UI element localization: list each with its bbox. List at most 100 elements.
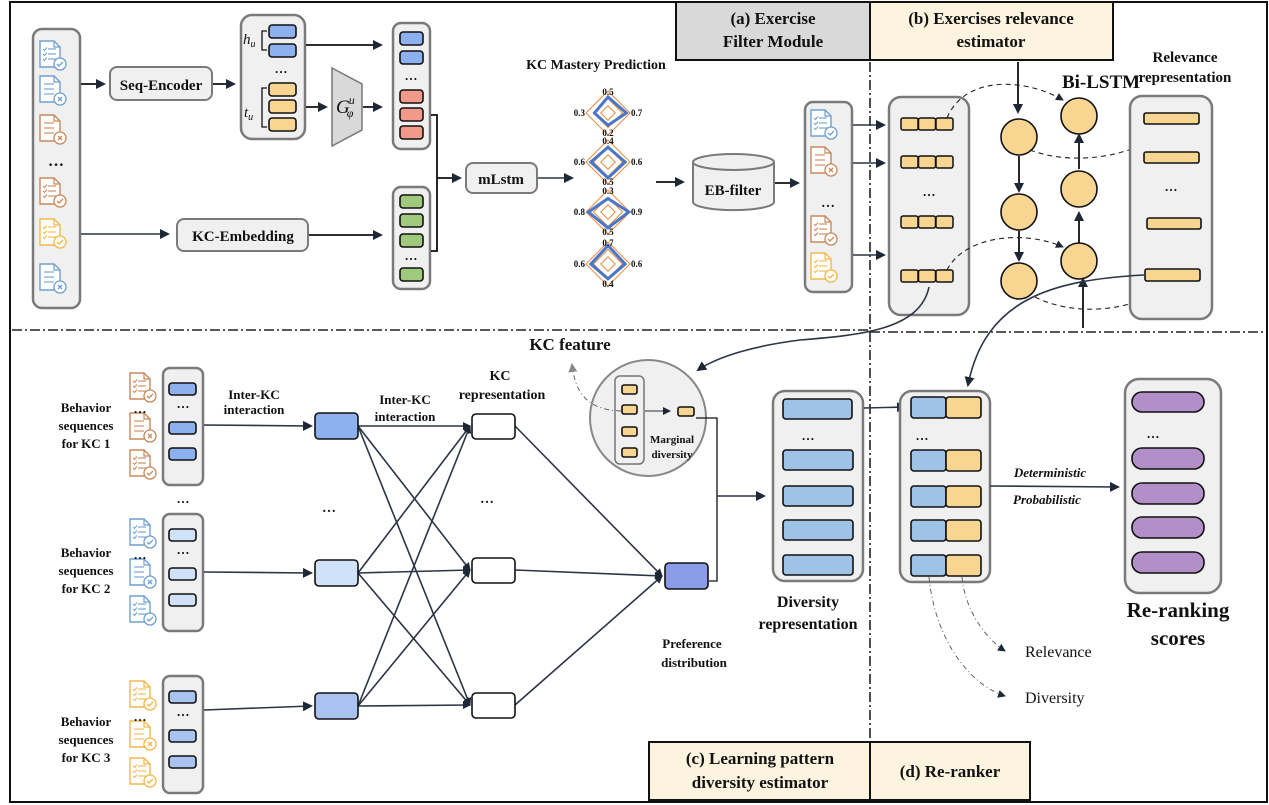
radar-label-left: 0.8 [574, 207, 586, 217]
lstm-node-1 [1000, 118, 1038, 156]
score-cell-4 [1131, 516, 1205, 539]
triple-cell-2-1 [900, 155, 919, 169]
radar-grid [585, 90, 631, 136]
header-c-line1: (c) Learning pattern [686, 749, 835, 768]
kc-mastery-title: KC Mastery Prediction [526, 58, 666, 73]
green-ellipsis: … [405, 248, 418, 263]
radar-grid [592, 196, 624, 228]
behavior-exercise-icon [129, 757, 157, 788]
concat-relevance-cell-1 [945, 396, 982, 419]
radar-grid [600, 256, 616, 272]
concat-relevance-cell-5 [945, 554, 982, 577]
states-ellipsis: … [275, 61, 288, 76]
radar-grid [600, 154, 616, 170]
kc-embedding-box: KC-Embedding [176, 218, 309, 252]
kc-representation-line1: KC [490, 369, 511, 384]
behavior-cell-ellipsis: … [177, 704, 190, 719]
dashed-to-relevance [961, 576, 1006, 652]
concat-relevance-cell-3 [945, 485, 982, 508]
behavior-exercise-icon [129, 412, 157, 443]
exercise-icon-2 [39, 75, 67, 106]
outer-frame [9, 1, 1268, 803]
radar-label-bottom: 0.4 [602, 279, 614, 289]
score-cell-1 [1131, 391, 1205, 413]
radar-grid [585, 241, 631, 287]
md-cell-1 [621, 384, 638, 395]
curve-relevance-to-reranker [964, 274, 1145, 387]
h-u-label: hu [243, 32, 256, 50]
header-b-line2: estimator [957, 32, 1026, 51]
relevance-representation-line1: Relevance [1153, 50, 1218, 66]
concat-diversity-cell-4 [910, 519, 947, 542]
score-cell-2 [1131, 447, 1205, 470]
behavior-cell [168, 421, 197, 435]
triple-cell-3-1 [900, 215, 919, 229]
header-a-line1: (a) Exercise [730, 9, 816, 28]
green-cell-3 [399, 233, 424, 248]
triple-cell-4-1 [900, 269, 919, 283]
filtered-ellipsis: … [821, 196, 835, 211]
out-blue-2 [399, 50, 424, 65]
div-ellipsis: … [802, 428, 815, 443]
edge-rep-to-preference [514, 569, 663, 580]
inter-kc-1-line1: Inter-KC [228, 387, 280, 402]
kc-representation-node-2 [471, 557, 516, 584]
rel-cell-4 [1144, 268, 1201, 282]
triple-cell-1-1 [900, 117, 919, 131]
behavior-cell [168, 755, 197, 769]
relevance-representation-line2: representation [1139, 70, 1232, 86]
curve-triple-to-kc-feature [696, 286, 930, 372]
dashed-to-diversity [928, 576, 1006, 698]
edge-behavior-to-node [203, 567, 313, 578]
radar-grid [585, 139, 631, 185]
radar-grid [600, 105, 616, 121]
h-cell-2 [268, 43, 297, 58]
behavior-exercise-icon [129, 372, 157, 403]
edge-diversity-to-reranker [863, 402, 907, 413]
t-cell-3 [268, 117, 297, 132]
header-d: (d) Re-ranker [869, 741, 1031, 801]
preference-line2: distribution [661, 655, 728, 670]
merge-bracket [431, 114, 438, 252]
sequence-ellipsis: … [48, 153, 64, 170]
radar-label-top: 0.5 [602, 87, 614, 97]
behavior-groups-ellipsis: … [177, 491, 190, 506]
behavior-cell [168, 528, 197, 542]
radar-label-left: 0.6 [574, 259, 586, 269]
behavior-cell-ellipsis: … [177, 396, 190, 411]
div-cell-3 [782, 485, 854, 507]
kc-interaction-node-3 [314, 692, 359, 720]
triple-cell-4-3 [935, 269, 954, 283]
rel-ellipsis: … [1165, 179, 1178, 194]
h-cell-1 [268, 24, 297, 39]
filtered-exercise-icon-2 [810, 146, 838, 177]
triple-cell-1-2 [917, 117, 937, 131]
edge-interaction [357, 425, 471, 571]
kc-embedding-label: KC-Embedding [192, 229, 294, 245]
triple-cell-4-2 [917, 269, 937, 283]
lstm-node-6 [1060, 242, 1098, 280]
rel-cell-2 [1143, 151, 1200, 164]
behavior-label-line: for KC 3 [62, 750, 111, 765]
div-cell-5 [782, 554, 854, 576]
concat-diversity-cell-1 [910, 396, 947, 419]
t-cell-1 [268, 82, 297, 97]
rel-cell-1 [1143, 112, 1200, 125]
dashed-triple1-to-lstm [946, 83, 1064, 119]
behavior-exercise-icon [129, 558, 157, 589]
edge-rep-to-preference [514, 575, 663, 706]
behavior-icon-ellipsis: … [134, 547, 147, 562]
reranking-scores-line2: scores [1151, 626, 1205, 650]
behavior-label-line: sequences [59, 563, 114, 578]
concat-diversity-cell-2 [910, 449, 947, 472]
deterministic-label: Deterministic [1013, 465, 1086, 480]
kc-feature-label: KC feature [529, 335, 611, 354]
mlstm-label: mLstm [478, 172, 524, 188]
behavior-cell [168, 382, 197, 396]
eb-filter-cylinder: EB-filter [692, 153, 775, 212]
header-a-line2: Filter Module [723, 32, 824, 51]
preference-cell [664, 562, 709, 590]
t-u-label: tu [244, 105, 253, 123]
header-d-label: (d) Re-ranker [900, 762, 1001, 781]
bi-lstm-label: Bi-LSTM [1062, 72, 1140, 93]
